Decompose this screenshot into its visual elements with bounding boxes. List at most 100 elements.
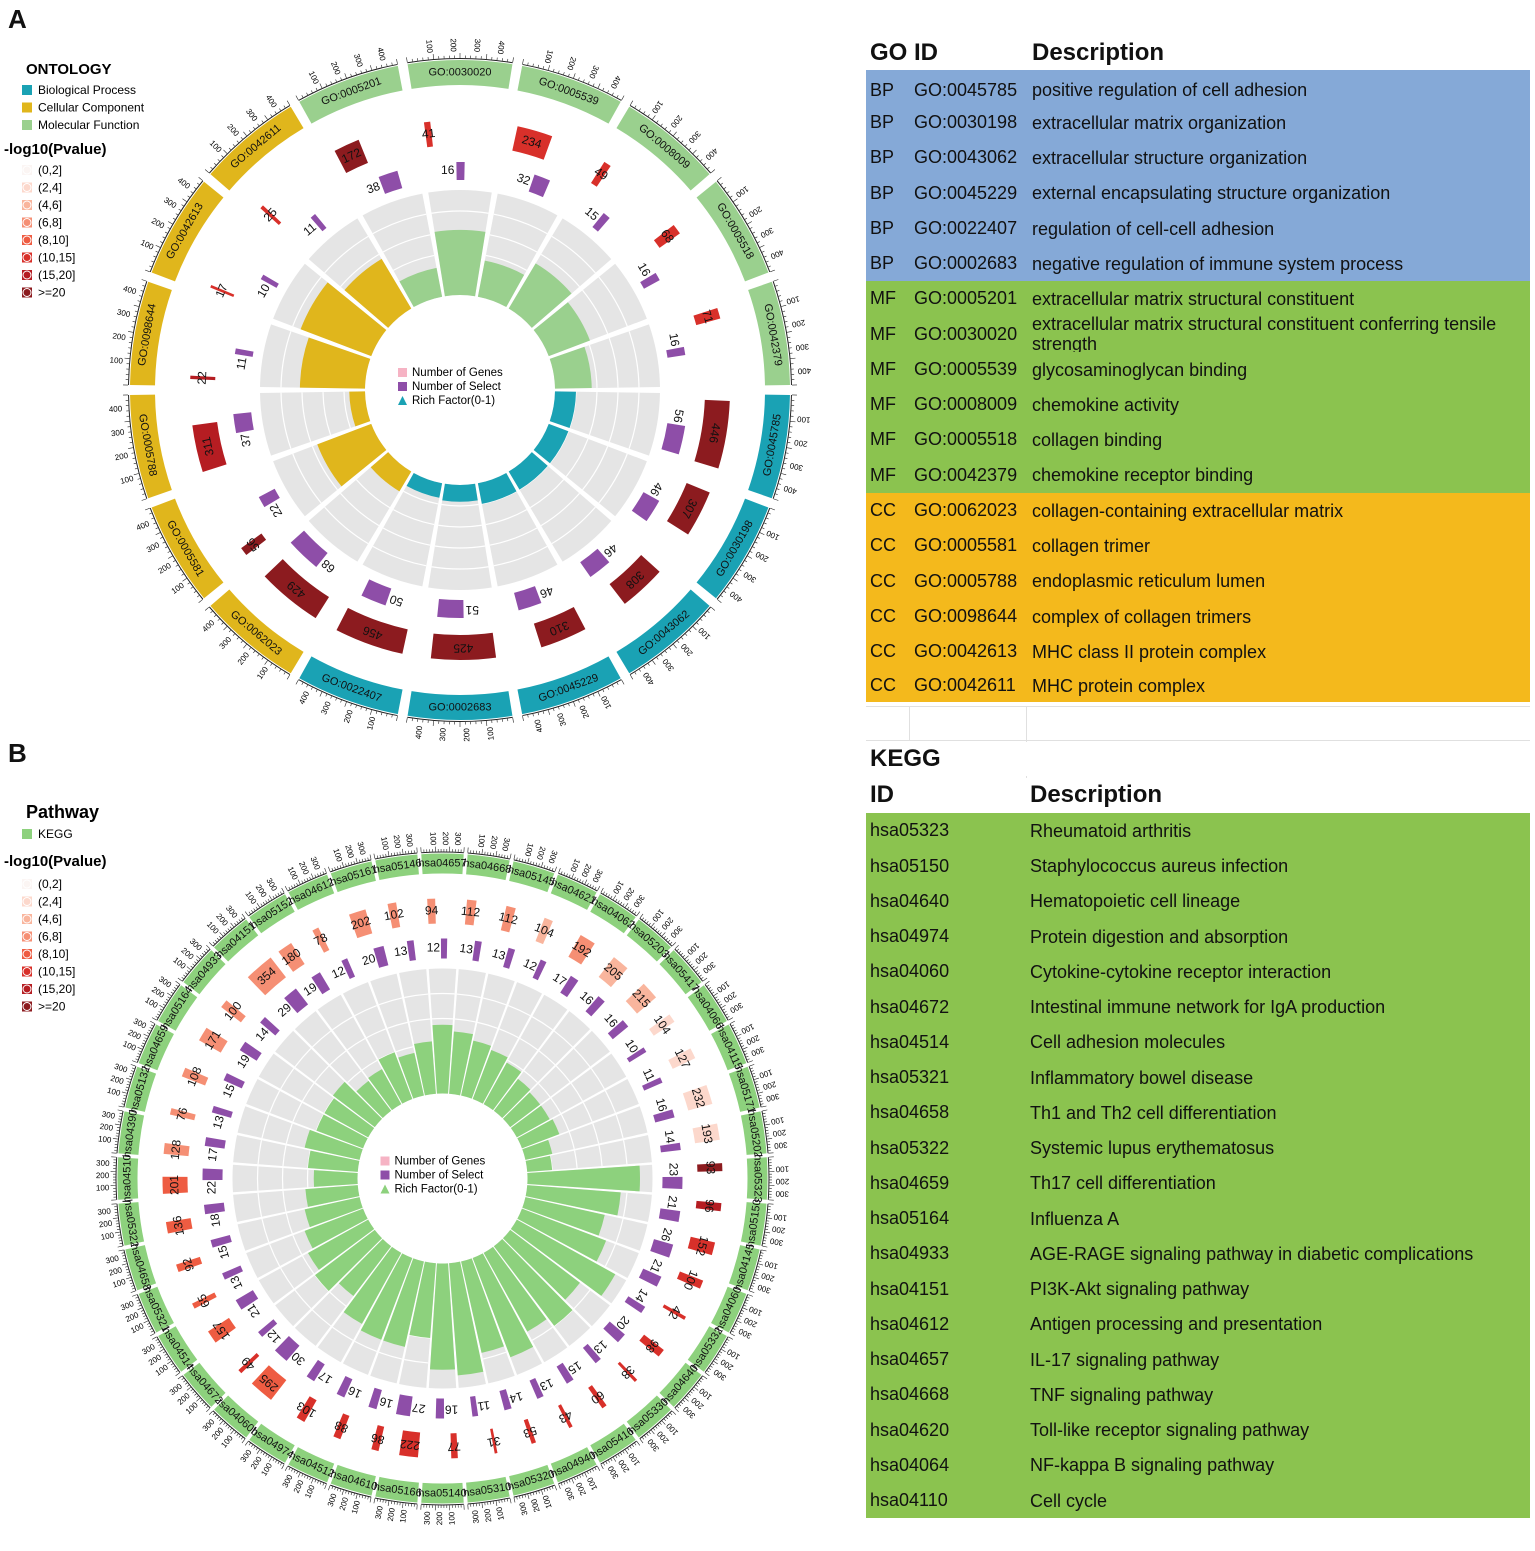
kegg-legend: Pathway KEGG -log10(Pvalue) (0,2](2,4](4…: [4, 802, 107, 1014]
rich-factor-gridline: [551, 506, 596, 545]
tick-mark: [587, 882, 589, 886]
sector-band: [696, 498, 769, 599]
tick-mark: [778, 483, 781, 485]
gene-count-bar: [695, 1200, 722, 1212]
gene-count-bar: [676, 1271, 704, 1289]
tick-mark: [574, 876, 576, 880]
tick-mark: [178, 208, 181, 211]
rich-factor-gridline: [529, 479, 565, 509]
rich-factor-gridline: [268, 1090, 281, 1114]
center-legend-label: Rich Factor(0-1): [412, 395, 495, 407]
tick-mark: [749, 551, 753, 553]
gene-count-bar: [247, 957, 286, 996]
select-count-label: 12: [521, 956, 539, 974]
tick-label: 100: [770, 1115, 785, 1126]
rich-factor-track: [525, 1135, 652, 1172]
rich-factor-bar: [432, 1024, 453, 1094]
tick-axis: [136, 1023, 156, 1063]
tick-mark: [118, 1105, 124, 1108]
kegg-table-row: hsa04640 Hematopoietic cell lineage: [866, 883, 1530, 919]
tick-mark: [330, 696, 332, 699]
kegg-row-description: NF-kappa B signaling pathway: [1030, 1455, 1275, 1476]
tick-mark: [717, 177, 722, 181]
tick-label: 200: [338, 1496, 351, 1512]
tick-mark: [267, 898, 270, 902]
tick-mark: [406, 717, 408, 723]
tick-axis: [181, 948, 211, 982]
gene-count-bar: [687, 1236, 716, 1256]
tick-mark: [359, 859, 361, 863]
tick-mark: [743, 1050, 747, 1053]
tick-mark: [315, 689, 318, 693]
tick-mark: [579, 1475, 581, 1478]
tick-label: 100: [747, 1304, 763, 1318]
tick-mark: [309, 1477, 311, 1481]
select-count-label: 13: [490, 946, 507, 963]
gene-count-bar: [312, 927, 330, 953]
rich-factor-bar: [338, 1238, 392, 1297]
kegg-table-col-id: ID: [870, 781, 894, 808]
sector-band: [659, 950, 702, 995]
tick-mark: [210, 610, 213, 614]
tick-mark: [773, 498, 779, 501]
rich-factor-gridline: [555, 1065, 571, 1083]
rich-factor-gridline: [489, 527, 538, 546]
tick-mark: [659, 1422, 662, 1425]
tick-mark: [755, 1084, 759, 1086]
select-count-bar: [456, 162, 465, 181]
tick-mark: [167, 227, 171, 229]
select-count-bar: [211, 1105, 233, 1118]
kegg-row-description: Cytokine-cytokine receptor interaction: [1030, 961, 1332, 982]
tick-label: 300: [563, 1485, 577, 1501]
select-count-bar: [658, 1208, 681, 1222]
tick-mark: [634, 672, 637, 675]
gene-count-label: 136: [170, 1214, 187, 1236]
gene-count-label: 234: [520, 132, 543, 151]
sector-band: [158, 1326, 198, 1372]
tick-label: 300: [788, 461, 804, 473]
rich-factor-bar: [517, 1208, 607, 1262]
tick-label: 400: [375, 47, 387, 63]
tick-mark: [136, 1299, 139, 1302]
tick-mark: [355, 1494, 358, 1500]
tick-mark: [630, 674, 634, 680]
tick-mark: [576, 1476, 579, 1479]
tick-mark: [350, 703, 352, 707]
tick-mark: [173, 1368, 177, 1370]
tick-mark: [391, 62, 393, 66]
tick-mark: [238, 919, 241, 922]
select-count-bar: [662, 1176, 683, 1189]
sector-band: [746, 1157, 768, 1200]
sector-band: [659, 1362, 702, 1407]
rich-factor-gridline: [550, 1097, 562, 1114]
tick-mark: [167, 996, 170, 999]
tick-mark: [232, 633, 235, 636]
rich-factor-bar: [406, 472, 443, 498]
rich-factor-gridline: [378, 1351, 403, 1360]
tick-axis: [729, 1294, 749, 1334]
tick-mark: [340, 77, 342, 80]
rich-factor-bar: [483, 1062, 522, 1111]
rich-factor-gridline: [565, 438, 589, 477]
tick-mark: [283, 672, 286, 675]
gene-count-label: 71: [699, 308, 716, 325]
rich-factor-gridline: [292, 276, 322, 327]
tick-mark: [688, 1393, 691, 1396]
tick-label: 400: [728, 589, 745, 605]
tick-mark: [652, 115, 656, 120]
gene-count-bar: [590, 161, 611, 187]
tick-mark: [701, 1378, 704, 1381]
rich-factor-gridline: [392, 254, 435, 271]
rich-factor-gridline: [615, 1218, 624, 1243]
rich-factor-bar: [398, 1052, 424, 1099]
tick-mark: [381, 64, 383, 68]
rich-factor-bar: [430, 1263, 455, 1370]
rich-factor-gridline: [378, 997, 403, 1006]
tick-mark: [369, 1497, 372, 1503]
rich-factor-gridline: [598, 276, 628, 327]
select-count-bar: [556, 1362, 574, 1384]
tick-mark: [736, 1033, 742, 1037]
tick-mark: [175, 980, 180, 985]
tick-mark: [150, 1020, 155, 1024]
